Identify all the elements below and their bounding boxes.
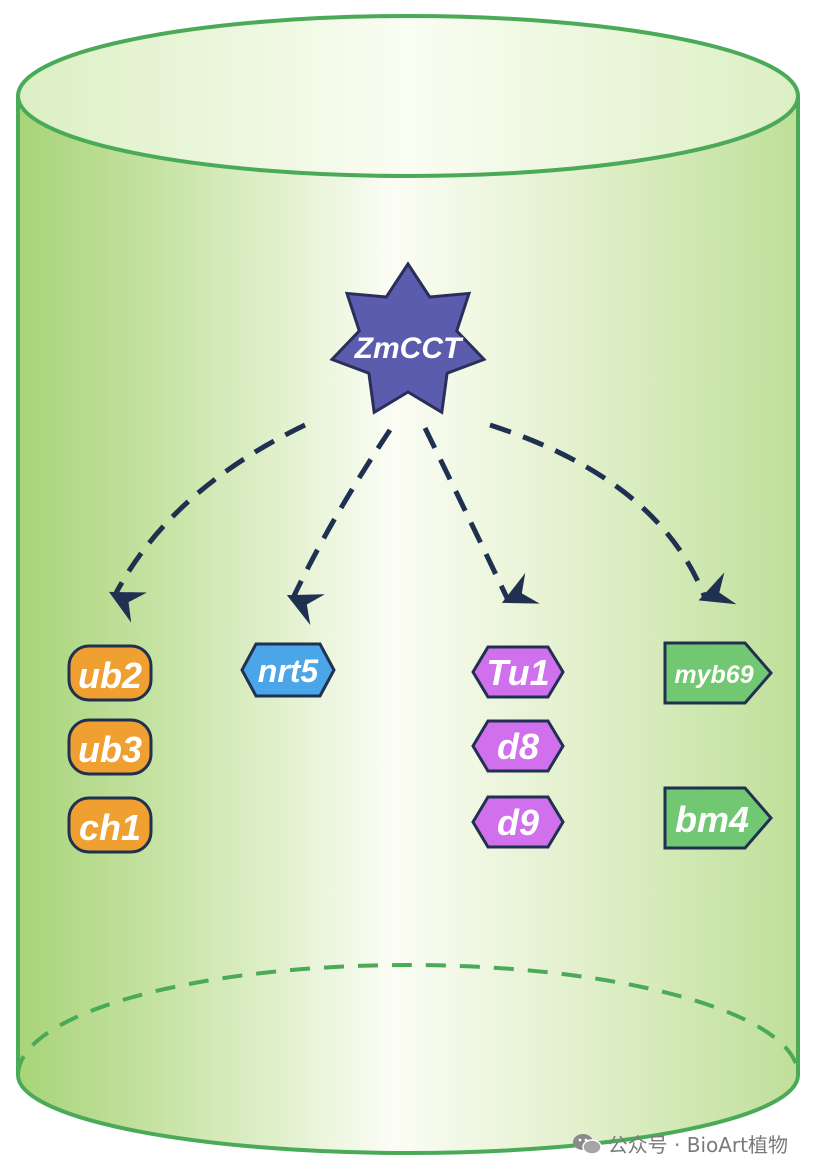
- gene-label: myb69: [674, 661, 753, 689]
- cylinder-bottom-back-edge: [16, 963, 800, 1076]
- gene-label: Tu1: [486, 652, 549, 693]
- gene-label: ub3: [78, 729, 142, 770]
- wechat-icon: [572, 1132, 602, 1156]
- gene-label: nrt5: [258, 653, 320, 689]
- star-icon: [329, 261, 487, 415]
- arrows: [108, 422, 737, 626]
- gene-label: d8: [497, 726, 539, 767]
- gene-node: ub2: [67, 644, 153, 702]
- gene-node: nrt5: [240, 642, 336, 698]
- arrow-to-group-1: [108, 422, 307, 623]
- gene-node: d8: [471, 719, 565, 773]
- arrow-to-group-4: [489, 422, 737, 605]
- gene-label: ub2: [78, 655, 142, 696]
- gene-label: d9: [497, 802, 539, 843]
- gene-group-1: ub2 ub3 ch1: [67, 644, 153, 854]
- gene-node: myb69: [663, 641, 773, 705]
- hub-node: ZmCCT: [329, 261, 487, 415]
- gene-group-2: nrt5: [240, 642, 336, 698]
- cylinder-body: [16, 94, 800, 1155]
- gene-node: d9: [471, 795, 565, 849]
- gene-node: ub3: [67, 718, 153, 776]
- gene-label: ch1: [79, 807, 141, 848]
- gene-group-4: myb69 bm4: [663, 641, 773, 850]
- hub-label: ZmCCT: [354, 332, 464, 365]
- watermark-text: 公众号 · BioArt植物: [607, 1133, 788, 1157]
- gene-node: bm4: [663, 786, 773, 850]
- watermark: 公众号 · BioArt植物: [572, 1129, 788, 1158]
- cylinder-top: [16, 14, 800, 178]
- gene-group-3: Tu1 d8 d9: [471, 645, 565, 849]
- gene-label: bm4: [675, 799, 749, 840]
- gene-node: Tu1: [471, 645, 565, 699]
- gene-node: ch1: [67, 796, 153, 854]
